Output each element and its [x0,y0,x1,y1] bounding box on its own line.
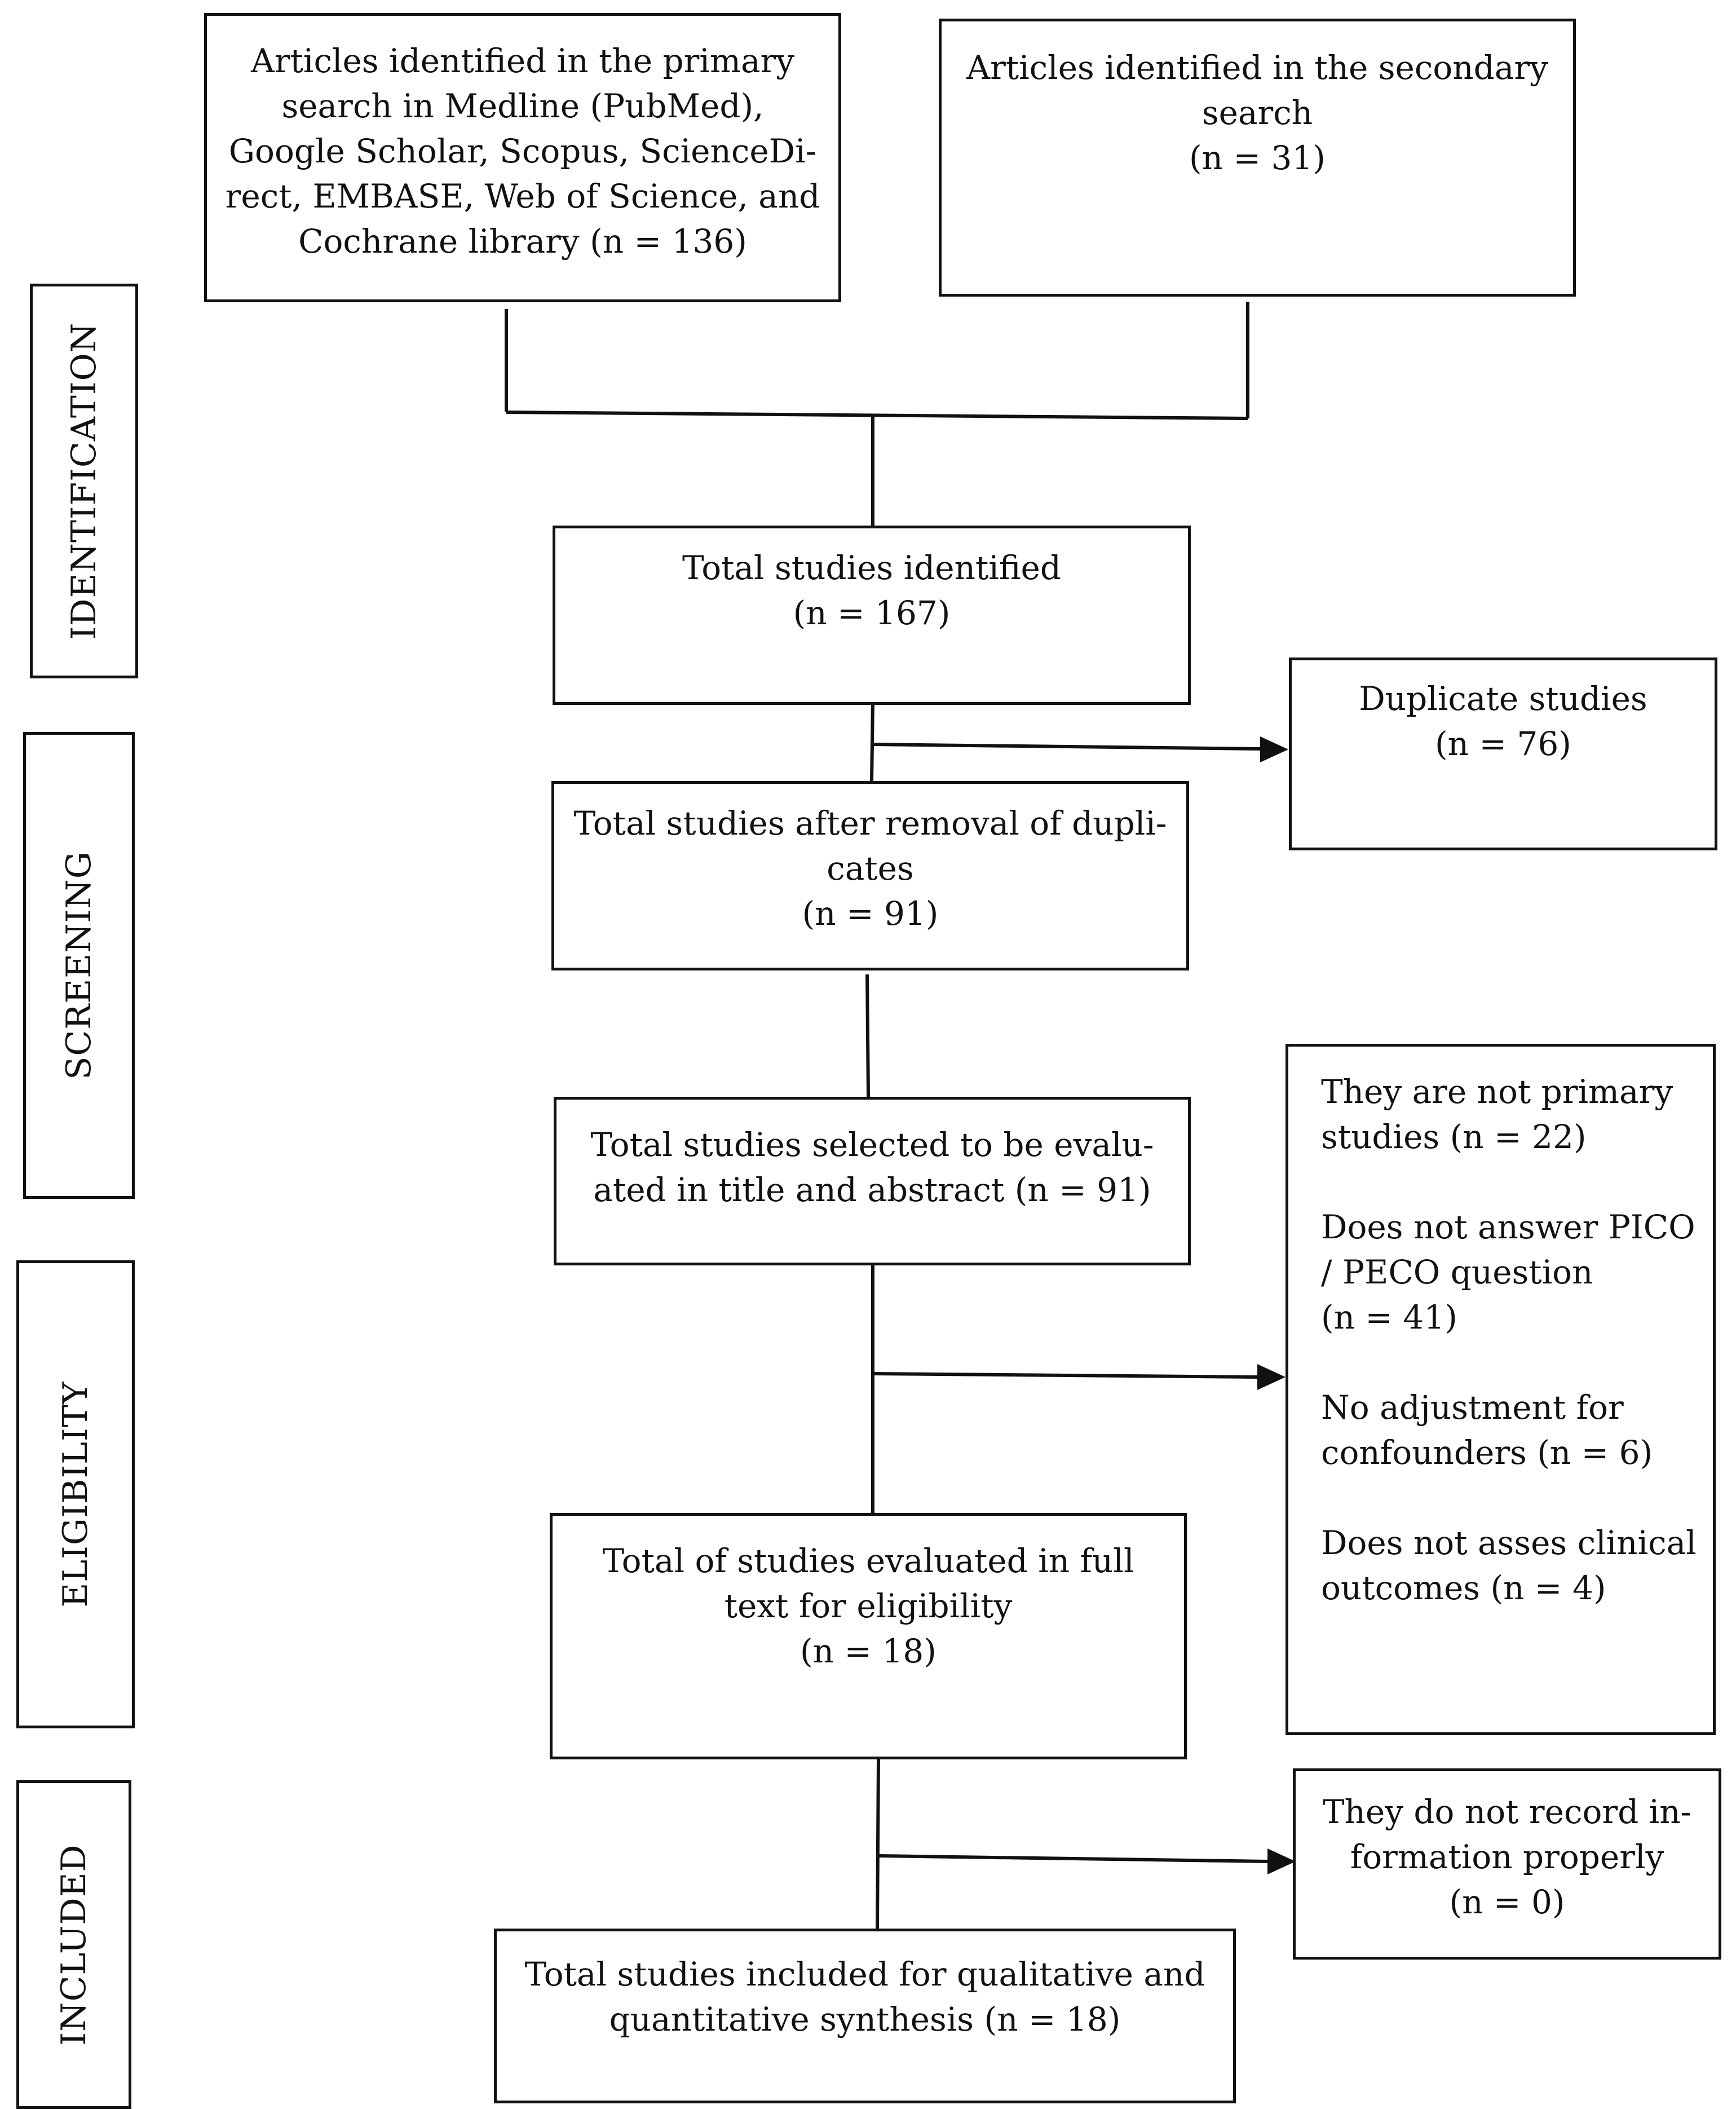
after-duplicates-box: Total studies after removal of dupli- ca… [551,781,1189,970]
not-recorded-arrow-line [878,1854,1269,1863]
merge-line [506,411,1248,420]
primary-search-box: Articles identified in the primary searc… [204,13,841,302]
box-line: Google Scholar, Scopus, ScienceDi- [228,132,817,170]
total-identified-box: Total studies identified (n = 167) [553,526,1191,705]
exclusion-line: outcomes (n = 4) [1321,1569,1606,1607]
exclusion-line: Does not asses clinical [1321,1524,1697,1562]
secondary-search-box: Articles identified in the secondary sea… [939,19,1576,297]
box-line: (n = 31) [1189,139,1326,177]
after-to-title-line [865,974,870,1097]
duplicates-arrow-line [871,743,1262,751]
included-box: Total studies included for qualitative a… [494,1929,1236,2103]
box-line: quantitative synthesis (n = 18) [609,2000,1121,2039]
box-line: They do not record in- [1322,1793,1692,1831]
fulltext-to-included-line [876,1759,880,1929]
stage-eligibility: ELIGIBILITY [16,1260,135,1728]
stage-included: INCLUDED [16,1780,131,2109]
full-text-box: Total of studies evaluated in full text … [550,1513,1187,1759]
box-line: Articles identified in the secondary [966,48,1548,87]
stage-included-label: INCLUDED [54,1843,94,2046]
exclusion-line: No adjustment for [1321,1388,1624,1427]
identified-to-after-line [870,701,874,782]
exclusion-line: / PECO question [1321,1253,1593,1291]
exclusion-line: They are not primary [1321,1073,1673,1111]
exclusion-line: (n = 41) [1321,1298,1457,1336]
exclusion-arrowhead [1257,1364,1286,1390]
not-recorded-box: They do not record in- formation properl… [1293,1768,1721,1960]
box-line: (n = 76) [1435,725,1571,763]
exclusions-box: They are not primary studies (n = 22) Do… [1286,1044,1716,1735]
not-recorded-arrowhead [1267,1848,1296,1874]
duplicates-box: Duplicate studies (n = 76) [1289,658,1717,850]
stage-screening: SCREENING [23,732,135,1199]
exclusion-line: studies (n = 22) [1321,1118,1587,1156]
box-line: (n = 18) [800,1632,937,1670]
box-line: (n = 91) [802,894,939,933]
box-line: search in Medline (PubMed), [281,87,764,125]
box-line: Cochrane library (n = 136) [298,222,747,261]
title-abstract-box: Total studies selected to be evalu- ated… [554,1097,1191,1265]
stage-screening-label: SCREENING [59,851,99,1080]
exclusion-line: Does not answer PICO [1321,1208,1695,1246]
stage-identification-label: IDENTIFICATION [64,322,104,640]
box-line: (n = 167) [793,594,951,632]
box-line: ated in title and abstract (n = 91) [593,1171,1151,1209]
box-line: Total of studies evaluated in full [602,1542,1134,1580]
stage-identification: IDENTIFICATION [30,284,138,678]
box-line: cates [827,849,914,888]
box-line: Articles identified in the primary [250,42,795,80]
box-line: Total studies after removal of dupli- [573,804,1167,842]
box-line: Total studies selected to be evalu- [590,1126,1154,1164]
box-line: rect, EMBASE, Web of Science, and [225,177,820,215]
box-line: Duplicate studies [1359,680,1647,718]
exclusion-arrow-line [872,1372,1259,1379]
duplicates-arrowhead [1260,736,1288,762]
box-line: Total studies included for qualitative a… [524,1955,1205,1993]
exclusion-line: confounders (n = 6) [1321,1433,1653,1472]
box-line: text for eligibility [724,1587,1013,1625]
stage-eligibility-label: ELIGIBILITY [56,1381,95,1608]
box-line: formation properly [1350,1838,1664,1876]
box-line: Total studies identified [682,549,1061,587]
box-line: search [1201,94,1313,132]
box-line: (n = 0) [1449,1883,1565,1921]
